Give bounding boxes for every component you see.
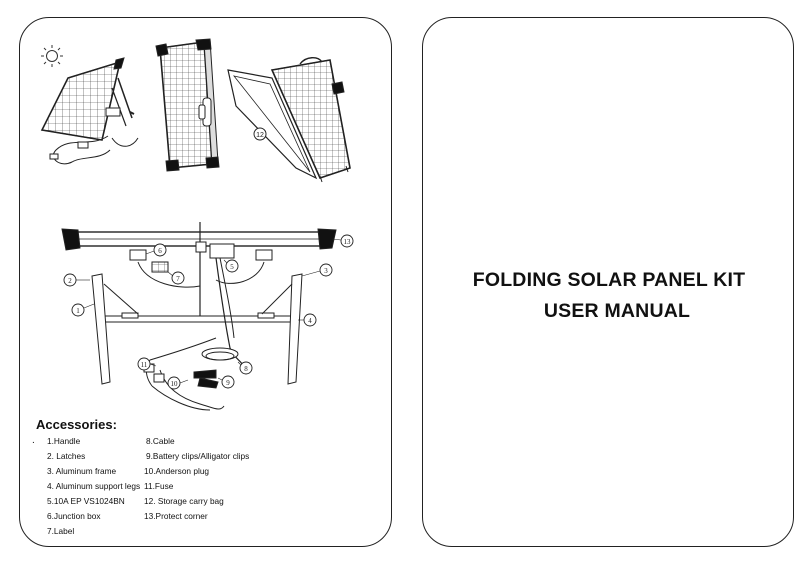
callout-3: 3	[324, 267, 328, 275]
accessory-item-protect-corner: 13.Protect corner	[144, 511, 208, 521]
accessory-item-support-legs: 4. Aluminum support legs	[47, 481, 141, 491]
accessories-bullet: .	[32, 435, 35, 446]
callout-10: 10	[171, 380, 179, 388]
callout-11: 11	[141, 361, 148, 369]
accessory-item-handle: 1.Handle	[47, 436, 81, 446]
callout-13: 13	[344, 238, 352, 246]
carry-bag-illustration: 12	[227, 57, 351, 183]
callout-2: 2	[68, 277, 72, 285]
callout-9: 9	[226, 379, 230, 387]
accessory-item-cable: 8.Cable	[146, 436, 175, 446]
folded-panel-illustration	[155, 38, 220, 172]
callout-4: 4	[308, 317, 312, 325]
callout-12: 12	[256, 132, 264, 139]
accessory-item-latches: 2. Latches	[47, 451, 86, 461]
sun-icon	[41, 45, 63, 67]
panel-on-stand-illustration	[40, 57, 139, 165]
illustrations: 12	[40, 38, 354, 411]
callout-7: 7	[176, 275, 180, 283]
left-page: 12	[19, 17, 392, 547]
accessory-item-carry-bag: 12. Storage carry bag	[144, 496, 224, 506]
accessory-item-anderson-plug: 10.Anderson plug	[144, 466, 210, 476]
callout-5: 5	[230, 263, 234, 271]
manual-subtitle: USER MANUAL	[543, 300, 691, 322]
accessories-title: Accessories:	[36, 417, 117, 432]
accessory-item-controller: 5.10A EP VS1024BN	[47, 496, 125, 506]
callout-1: 1	[76, 307, 80, 315]
accessory-item-fuse: 11.Fuse	[144, 481, 174, 491]
accessory-item-battery-clips: 9.Battery clips/Alligator clips	[146, 451, 250, 461]
right-page: FOLDING SOLAR PANEL KIT USER MANUAL	[422, 17, 794, 547]
panel-assembly-diagram: 13 6 5 7 2 3 1 4 8 11 9 10	[61, 222, 354, 411]
accessory-item-aluminum-frame: 3. Aluminum frame	[47, 466, 117, 476]
accessory-item-label: 7.Label	[47, 526, 75, 536]
callout-6: 6	[158, 247, 162, 255]
manual-title: FOLDING SOLAR PANEL KIT	[472, 269, 746, 291]
callout-8: 8	[244, 365, 248, 373]
accessory-item-junction-box: 6.Junction box	[47, 511, 101, 521]
